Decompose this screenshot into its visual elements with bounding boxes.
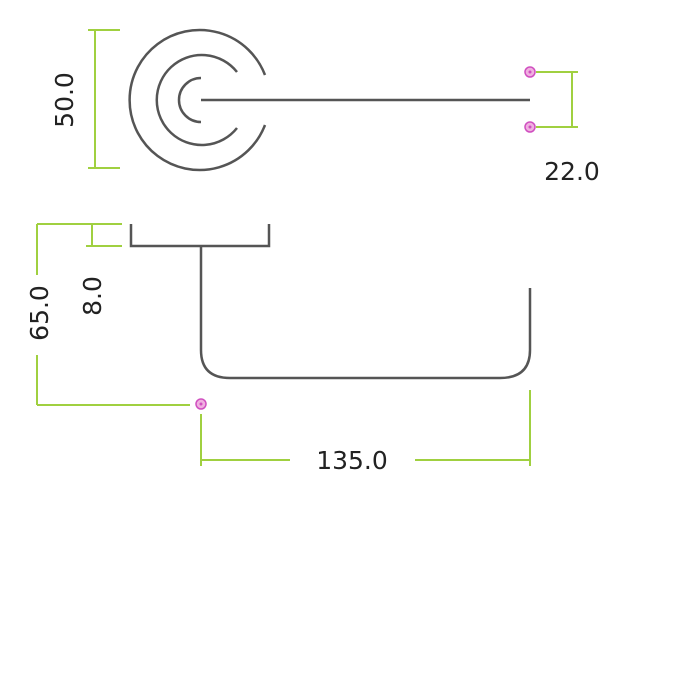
rose-middle-arc <box>155 53 238 147</box>
label-projection: 65.0 <box>25 285 54 341</box>
dimension-projection: 65.0 <box>25 223 190 406</box>
lever-side-view <box>199 246 532 380</box>
label-rose-thickness: 8.0 <box>78 276 107 316</box>
rose-outer-arc <box>128 28 267 172</box>
dimension-fixing-centres: 22.0 <box>524 66 600 186</box>
label-fixing-centres: 22.0 <box>544 157 600 186</box>
dimension-rose-diameter: 50.0 <box>50 29 120 169</box>
rose-top-view <box>128 28 267 172</box>
dimension-rose-thickness: 8.0 <box>78 223 122 316</box>
label-lever-length: 135.0 <box>316 446 388 475</box>
rose-inner-arc <box>177 76 202 124</box>
fixing-marker-icon <box>524 121 536 133</box>
fixing-marker-icon <box>524 66 536 78</box>
dimension-lever-length: 135.0 <box>195 390 531 475</box>
label-rose-diameter: 50.0 <box>50 72 79 128</box>
spindle-marker-icon <box>195 398 207 410</box>
rose-side-view <box>129 224 271 248</box>
